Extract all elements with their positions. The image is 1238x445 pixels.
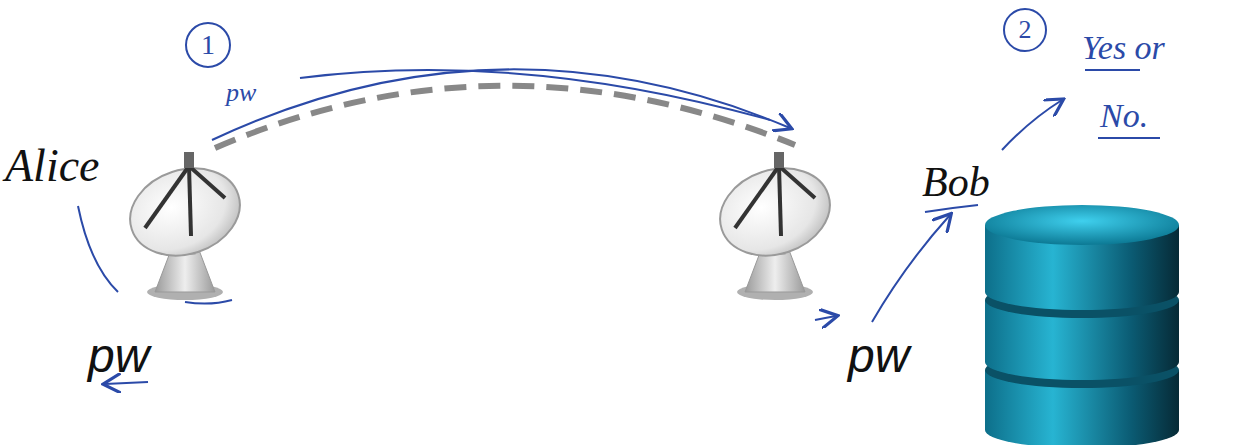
annotation-stroke: [185, 300, 232, 304]
satellite-dish: [119, 152, 251, 300]
password-label: pw: [848, 328, 909, 383]
callout-number: 1: [201, 29, 215, 61]
annotation-stroke: [1085, 69, 1140, 71]
party-name: Alice: [5, 140, 100, 193]
annotation-stroke: [1098, 137, 1160, 139]
annotation-text: pw: [226, 78, 256, 108]
annotation-arc: [212, 69, 790, 140]
party-name: Bob: [922, 158, 990, 206]
annotation-text: No.: [1100, 96, 1148, 135]
annotation-circle: [1004, 9, 1046, 51]
annotation-arrow: [1002, 100, 1062, 150]
annotation-stroke: [925, 205, 978, 212]
annotation-arrow: [105, 382, 148, 384]
password-label: pw: [88, 328, 149, 383]
link-arc: [215, 86, 795, 148]
annotation-circle: [186, 23, 230, 67]
annotation-stroke: [78, 206, 118, 292]
satellite-dish: [709, 152, 841, 300]
annotation-arrow: [872, 215, 950, 322]
database-cylinder: [985, 205, 1179, 445]
callout-number: 2: [1019, 15, 1032, 45]
annotation-arc: [300, 70, 770, 120]
annotation-text: Yes or: [1082, 28, 1165, 67]
annotation-arrow: [815, 316, 836, 320]
